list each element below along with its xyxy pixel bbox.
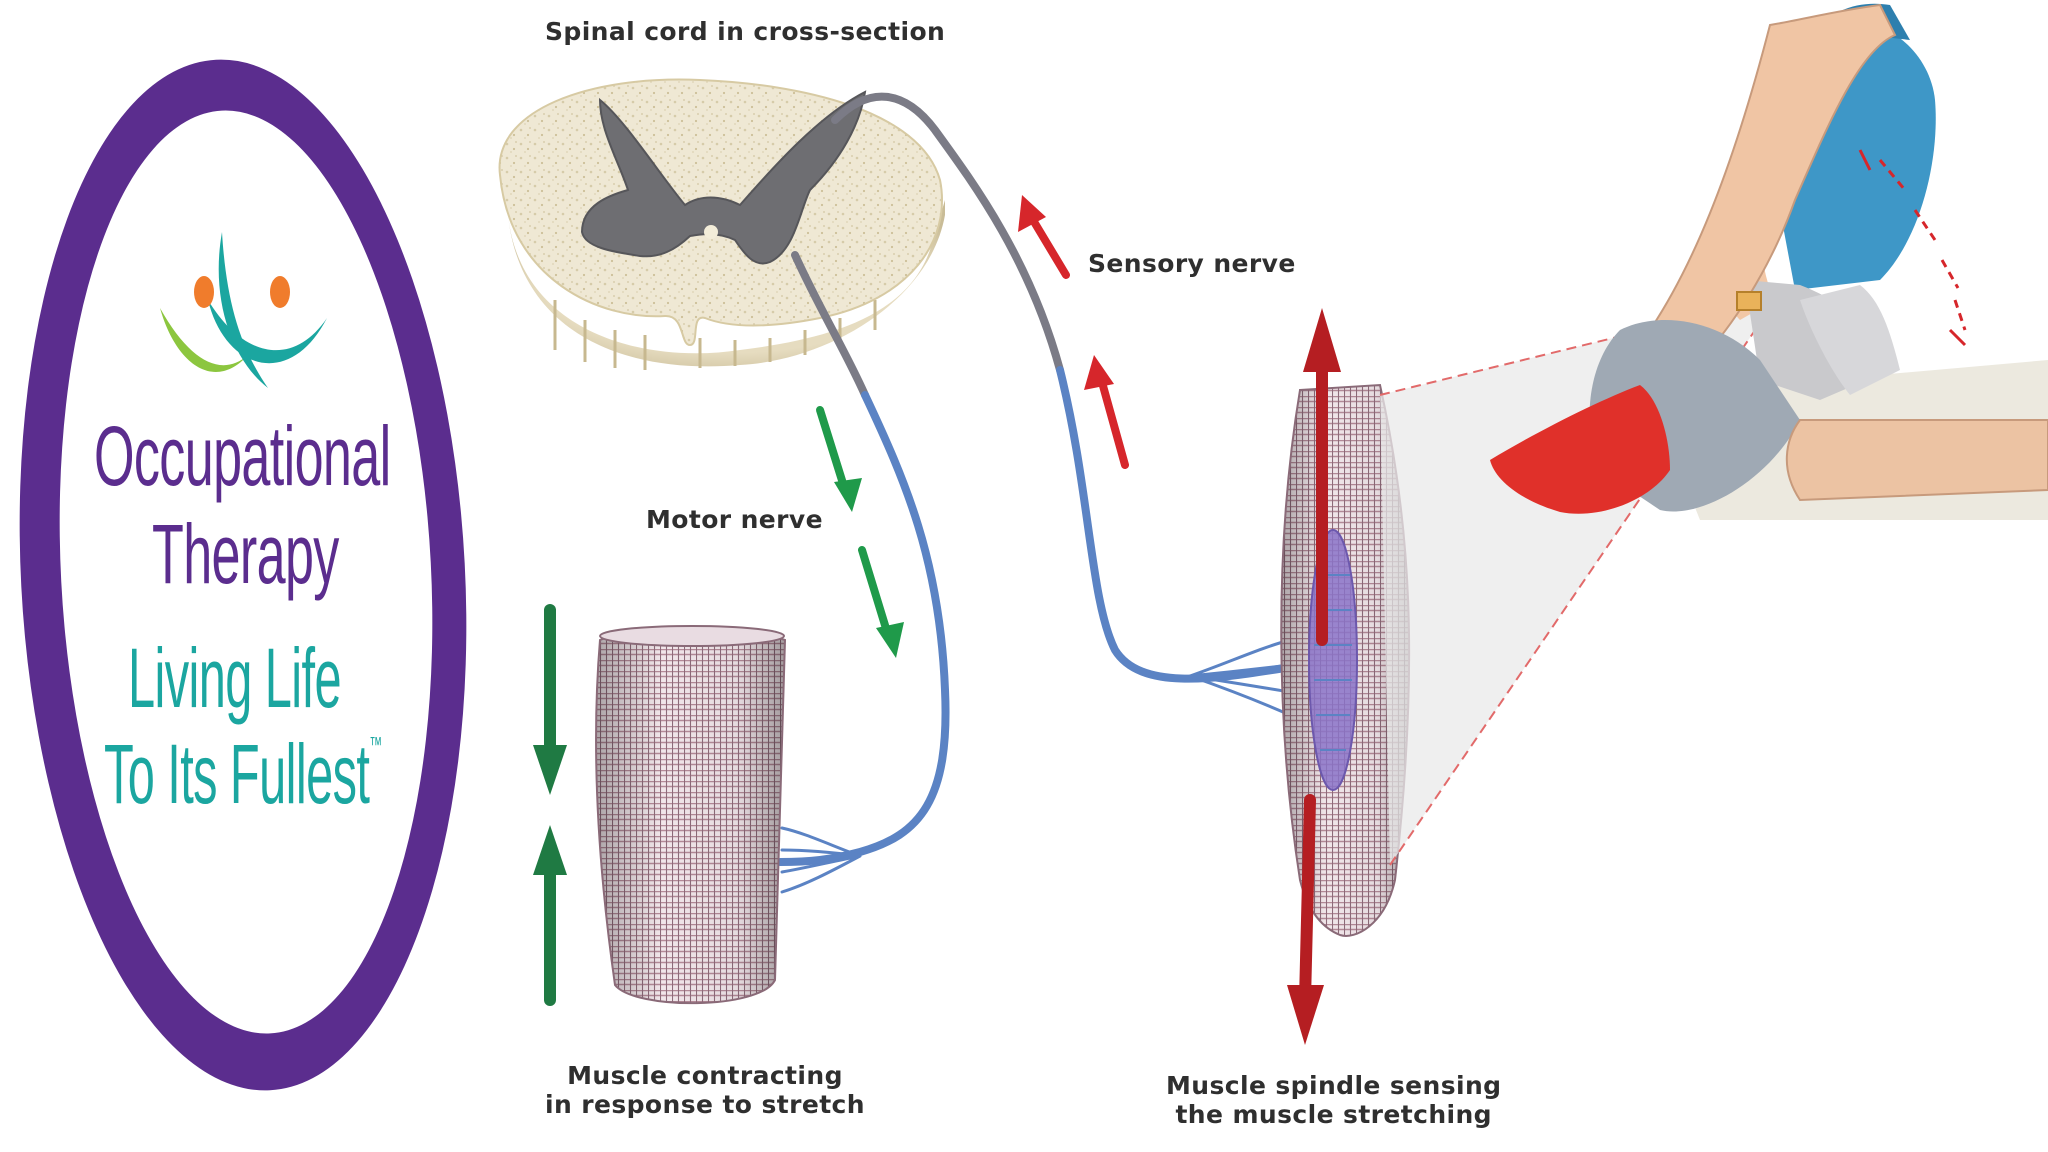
sensory-nerve-blue (1056, 366, 1289, 683)
sensory-nerve-gray (831, 92, 1064, 374)
logo-title-line-2: Therapy (152, 507, 339, 601)
logo-tagline-line-2: To Its Fullest™ (104, 726, 382, 823)
occupational-therapy-logo (19, 59, 467, 1091)
spindle-location-marker (1736, 291, 1762, 311)
reflex-nerves (776, 92, 1292, 894)
motor-signal-arrow-upper (816, 406, 862, 512)
spinal-cord-label: Spinal cord in cross-section (545, 17, 946, 46)
sensory-nerve-label: Sensory nerve (1088, 249, 1296, 278)
muscle-contracting-line-1: Muscle contracting (567, 1061, 843, 1090)
sensory-signal-arrow-lower (1084, 355, 1129, 469)
motor-nerve-blue (776, 391, 950, 866)
therapist-stretching-patient-leg (1490, 3, 2048, 520)
patient-leg (1648, 3, 1897, 362)
contraction-arrows (533, 604, 567, 1006)
central-canal (704, 225, 718, 239)
muscle-spindle-line-2: the muscle stretching (1175, 1100, 1492, 1129)
muscle-spindle-line-1: Muscle spindle sensing (1166, 1071, 1502, 1100)
logo-inner-disc (59, 110, 433, 1034)
stretch-arrows (1287, 308, 1341, 1045)
logo-title-line-1: Occupational (94, 409, 391, 503)
motor-nerve-gray (791, 251, 869, 399)
signal-direction-arrows (816, 195, 1129, 658)
contracting-muscle (594, 625, 787, 1005)
logo-tagline-line-1: Living Life (128, 631, 342, 725)
logo-figures-icon (160, 232, 327, 388)
motor-signal-arrow-lower (858, 546, 904, 658)
highlighted-hamstring (1490, 385, 1670, 514)
muscle-contracting-line-2: in response to stretch (545, 1090, 865, 1119)
trademark-symbol: ™ (369, 732, 382, 757)
spinal-cord-gray-matter (580, 90, 867, 265)
sensory-signal-arrow-upper (1018, 195, 1070, 279)
motor-nerve-label: Motor nerve (646, 505, 823, 534)
logo-tagline-text: To Its Fullest (104, 727, 370, 821)
spinal-cord-cross-section (498, 78, 945, 370)
